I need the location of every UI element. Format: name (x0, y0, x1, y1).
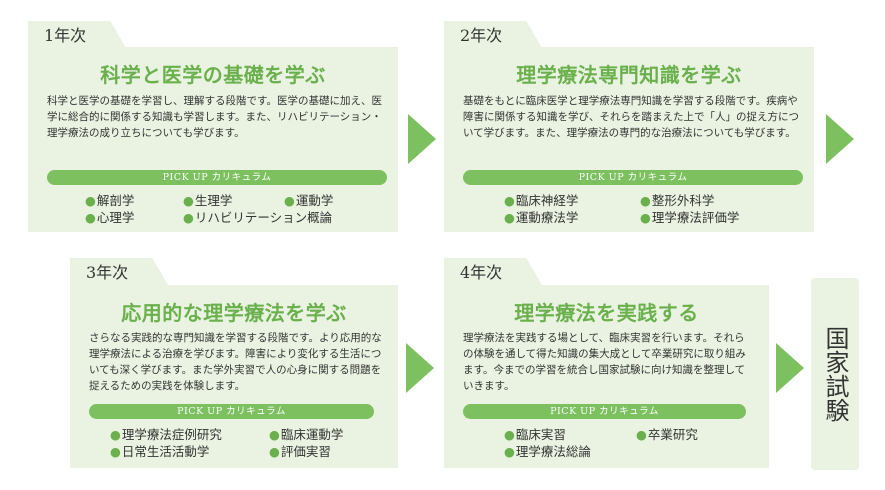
bullet-icon: ● (504, 210, 515, 225)
arrow-right-icon (776, 343, 804, 393)
stage-card-3: 応用的な理学療法を学ぶ さらなる実践的な専門知識を学習する段階です。より応用的な… (70, 285, 398, 468)
stage-card-1: 科学と医学の基礎を学ぶ 科学と医学の基礎を学習し、理解する段階です。医学の基礎に… (28, 47, 398, 232)
bullet-icon: ● (636, 427, 647, 442)
year-label: 2年次 (460, 26, 503, 45)
national-exam-label: 国家試験 (821, 326, 849, 422)
subject-item: ●理学療法症例研究 (110, 427, 222, 442)
subject-item: ●運動療法学 (504, 210, 579, 225)
stage-card-4: 理学療法を実践する 理学療法を実践する場として、臨床実習を行います。それらの体験… (444, 285, 769, 468)
bullet-icon: ● (269, 444, 280, 459)
bullet-icon: ● (110, 427, 121, 442)
year-label: 3年次 (86, 263, 129, 282)
pickup-curriculum-bar: PICK UP カリキュラム (463, 170, 803, 185)
subject-item: ●生理学 (183, 193, 233, 208)
arrow-right-icon (408, 114, 436, 164)
bullet-icon: ● (269, 427, 280, 442)
subject-item: ●臨床運動学 (269, 427, 344, 442)
subject-item: ●運動学 (284, 193, 334, 208)
bullet-icon: ● (284, 193, 295, 208)
stage-title: 応用的な理学療法を学ぶ (121, 301, 347, 325)
year-tab-2: 2年次 (444, 21, 542, 48)
bullet-icon: ● (183, 210, 194, 225)
stage-title: 理学療法を実践する (514, 301, 699, 325)
stage-description: さらなる実践的な専門知識を学習する段階です。より応用的な理学療法による治療を学び… (89, 332, 382, 392)
arrow-right-icon (826, 114, 854, 164)
bullet-icon: ● (640, 193, 651, 208)
pickup-curriculum-bar: PICK UP カリキュラム (47, 170, 387, 185)
stage-card-2: 理学療法専門知識を学ぶ 基礎をもとに臨床医学と理学療法専門知識を学習する段階です… (444, 47, 814, 232)
subject-item: ●理学療法評価学 (640, 210, 740, 225)
year-label: 4年次 (460, 263, 503, 282)
year-tab-1: 1年次 (28, 21, 126, 48)
arrow-right-icon (406, 343, 434, 393)
subject-item: ●解剖学 (85, 193, 135, 208)
stage-description: 科学と医学の基礎を学習し、理解する段階です。医学の基礎に加え、医学に総合的に関係… (47, 95, 382, 139)
pickup-curriculum-bar: PICK UP カリキュラム (463, 404, 746, 419)
bullet-icon: ● (85, 193, 96, 208)
stage-description: 理学療法を実践する場として、臨床実習を行います。それらの体験を通して得た知識の集… (463, 332, 746, 392)
bullet-icon: ● (504, 444, 515, 459)
bullet-icon: ● (640, 210, 651, 225)
subject-item: ●日常生活活動学 (110, 444, 210, 459)
subject-item: ●理学療法総論 (504, 444, 591, 459)
bullet-icon: ● (110, 444, 121, 459)
subject-item: ●リハビリテーション概論 (183, 210, 333, 225)
subject-item: ●評価実習 (269, 444, 331, 459)
stage-title: 科学と医学の基礎を学ぶ (100, 63, 326, 87)
stage-title: 理学療法専門知識を学ぶ (516, 63, 742, 87)
subject-item: ●心理学 (85, 210, 135, 225)
national-exam-box: 国家試験 (811, 278, 859, 470)
year-label: 1年次 (44, 26, 87, 45)
bullet-icon: ● (85, 210, 96, 225)
year-tab-3: 3年次 (70, 258, 168, 285)
bullet-icon: ● (504, 427, 515, 442)
bullet-icon: ● (183, 193, 194, 208)
year-tab-4: 4年次 (444, 258, 542, 285)
stage-description: 基礎をもとに臨床医学と理学療法専門知識を学習する段階です。疾病や障害に関係する知… (463, 95, 799, 139)
subject-item: ●臨床実習 (504, 427, 566, 442)
subject-item: ●卒業研究 (636, 427, 698, 442)
bullet-icon: ● (504, 193, 515, 208)
subject-item: ●臨床神経学 (504, 193, 579, 208)
pickup-curriculum-bar: PICK UP カリキュラム (89, 404, 374, 419)
subject-item: ●整形外科学 (640, 193, 715, 208)
